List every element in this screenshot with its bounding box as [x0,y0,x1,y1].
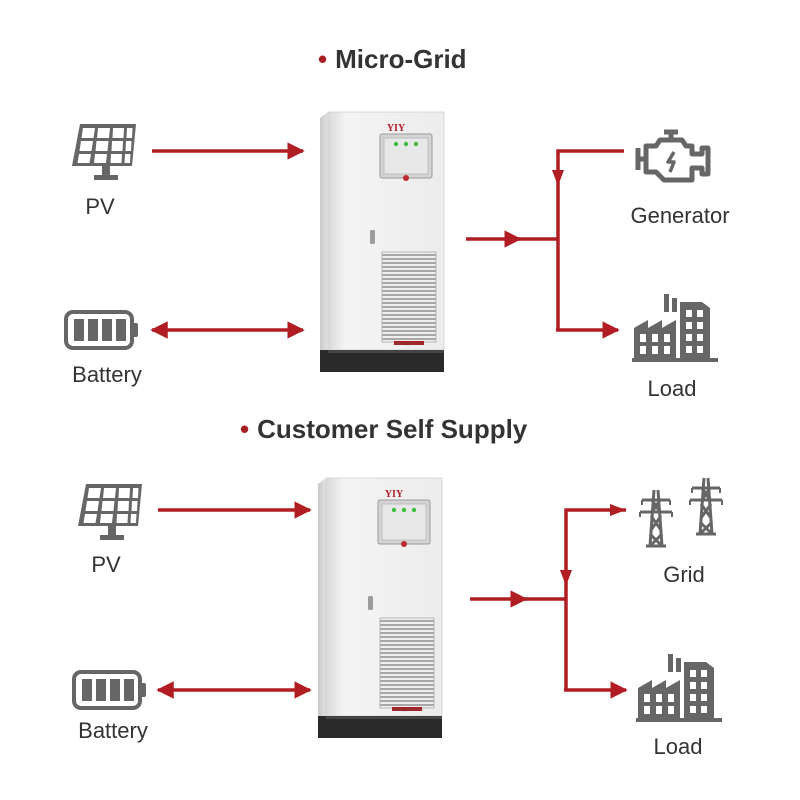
solar-panel-icon [78,484,142,540]
cabinet-brand: YIY [385,489,404,500]
pv-label: PV [91,552,121,577]
grid-arrowhead [610,504,626,516]
cabinet-brand: YIY [387,123,406,134]
solar-panel-icon [72,124,136,180]
bus-down-arrowhead [560,570,572,586]
section-title-text: Customer Self Supply [257,414,528,444]
battery-icon [72,670,148,710]
title-bullet: • [318,44,328,74]
power-tower-icon [688,476,724,536]
load-label: Load [653,734,703,759]
pv-label: PV [85,194,115,219]
power-tower-icon [638,488,674,548]
title-bullet: • [240,414,250,444]
load-label: Load [647,376,697,401]
generator-label: Generator [630,203,730,228]
battery-label: Battery [78,718,148,743]
factory-load-icon [636,654,722,722]
cabinet-plate: www.yiyltd.com [393,707,421,712]
inverter-cabinet: YIY www.yiyltd.com [317,477,443,739]
generator-down-arrowhead [552,170,564,186]
section-title-microgrid: •Micro-Grid [318,44,467,75]
inverter-cabinet: YIY www.yiyltd.com [319,111,445,373]
grid-feed-line [564,508,626,690]
battery-label: Battery [72,362,142,387]
cabinet-plate: www.yiyltd.com [395,341,423,346]
section-title-text: Micro-Grid [335,44,467,74]
battery-icon [64,310,140,350]
section-title-self-supply: •Customer Self Supply [240,414,527,445]
grid-label: Grid [663,562,705,587]
factory-load-icon [632,294,718,362]
engine-generator-icon [638,132,708,180]
generator-feed-line [556,149,624,330]
